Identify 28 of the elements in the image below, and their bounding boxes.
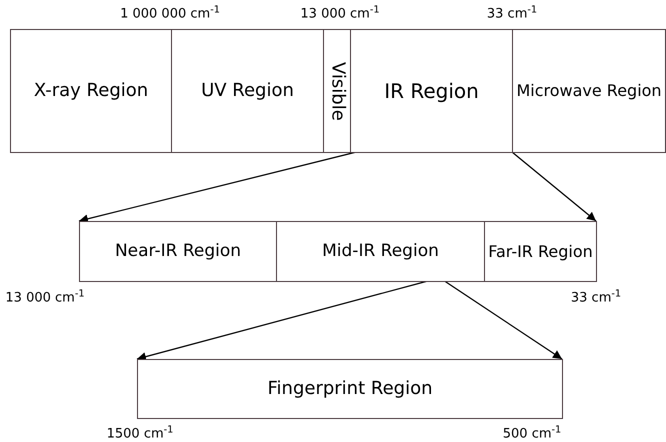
region-box: [350, 29, 513, 153]
arrow: [512, 152, 596, 222]
arrow: [444, 280, 562, 360]
region-label: UV Region: [201, 80, 294, 102]
region-box: [171, 29, 324, 153]
region-box: [79, 221, 277, 282]
region-label: IR Region: [384, 78, 479, 104]
region-box: [137, 359, 563, 419]
wavenumber-label: 33 cm$^{-1}$: [570, 292, 622, 304]
region-label: Mid-IR Region: [322, 240, 439, 262]
wavenumber-label: 13 000 cm$^{-1}$: [300, 8, 380, 20]
region-label: Near-IR Region: [114, 240, 242, 262]
region-label: Microwave Region: [516, 81, 662, 101]
region-box: [512, 29, 666, 153]
wavenumber-label: 13 000 cm$^{-1}$: [5, 292, 85, 304]
region-label: Far-IR Region: [488, 242, 593, 262]
region-label: Fingerprint Region: [268, 378, 432, 400]
wavenumber-label: 500 cm$^{-1}$: [502, 428, 562, 440]
wavenumber-label: 1 000 000 cm$^{-1}$: [120, 8, 220, 20]
wavenumber-label: 1500 cm$^{-1}$: [106, 428, 174, 440]
region-box: [10, 29, 172, 153]
region-box: [484, 221, 597, 282]
region-box: [323, 29, 351, 153]
arrow: [136, 280, 428, 362]
region-label: Visible: [326, 62, 348, 120]
region-label: X-ray Region: [34, 80, 148, 102]
wavenumber-label: 33 cm$^{-1}$: [486, 8, 538, 20]
region-box: [276, 221, 485, 282]
